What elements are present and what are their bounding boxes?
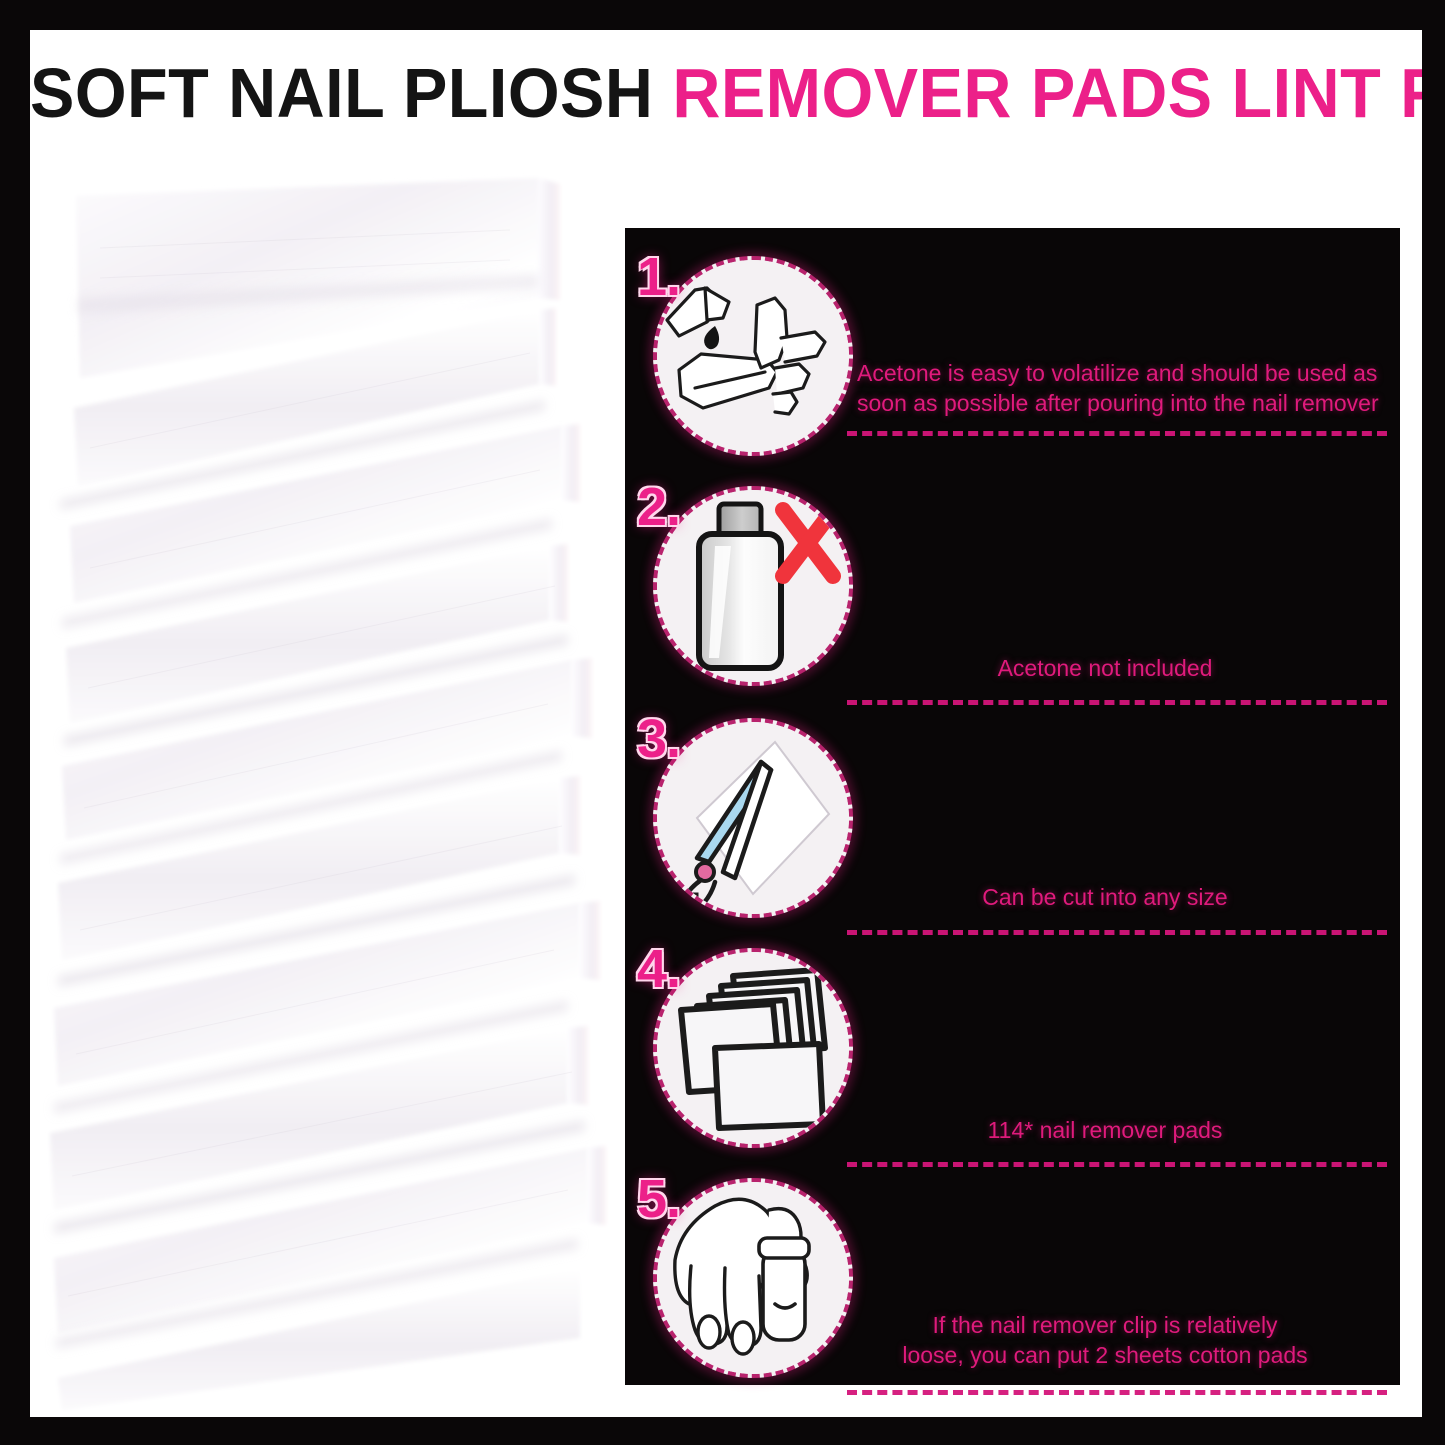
product-photo — [40, 148, 620, 1413]
step-divider — [847, 1390, 1387, 1395]
infographic-canvas: SOFT NAIL PLIOSH REMOVER PADS LINT FREE — [30, 30, 1422, 1417]
step-description: Acetone is easy to volatilize and should… — [857, 360, 1379, 416]
step-divider — [847, 1162, 1387, 1167]
instruction-step-1: 1. Acetone is easy to volatilize and sho… — [625, 247, 1400, 456]
hand-with-finger-clip-icon — [653, 1178, 853, 1378]
step-divider — [847, 700, 1387, 705]
step-number: 2. — [637, 477, 681, 537]
instruction-step-3: 3. Can be cut into any size — [625, 709, 1400, 935]
pads-count-illustration — [657, 952, 849, 1144]
step-number: 3. — [637, 709, 681, 769]
cut-to-size-illustration — [657, 722, 849, 914]
pad-stack-illustration — [40, 148, 620, 1413]
acetone-not-included-illustration — [657, 490, 849, 682]
instruction-step-4: 4. 114* nail remover pads — [625, 939, 1400, 1167]
step-number: 4. — [637, 939, 681, 999]
title-pink-text: REMOVER PADS LINT FREE — [672, 54, 1422, 132]
scissors-cutting-sheet-icon — [653, 718, 853, 918]
step-description: If the nail remover clip is relatively l… — [902, 1312, 1308, 1368]
instruction-step-2: 2. Acetone not included — [625, 477, 1400, 705]
pour-illustration — [657, 260, 849, 452]
step-description: 114* nail remover pads — [987, 1117, 1223, 1143]
instruction-step-5: 5. If the nail remover clip is relativel… — [625, 1169, 1400, 1395]
step-description: Acetone not included — [997, 655, 1213, 681]
step-divider — [847, 930, 1387, 935]
instructions-panel: 1. Acetone is easy to volatilize and sho… — [625, 228, 1400, 1395]
title-black-text: SOFT NAIL PLIOSH — [30, 54, 654, 132]
finger-clip-illustration — [657, 1182, 849, 1374]
stacked-pads-icon — [653, 948, 853, 1148]
step-description: Can be cut into any size — [982, 884, 1228, 910]
page-title: SOFT NAIL PLIOSH REMOVER PADS LINT FREE — [30, 52, 1422, 134]
bottle-with-red-x-icon — [653, 486, 853, 686]
step-number: 5. — [637, 1169, 681, 1229]
pouring-acetone-into-bottle-icon — [653, 256, 853, 456]
step-divider — [847, 431, 1387, 436]
step-number: 1. — [637, 247, 681, 307]
